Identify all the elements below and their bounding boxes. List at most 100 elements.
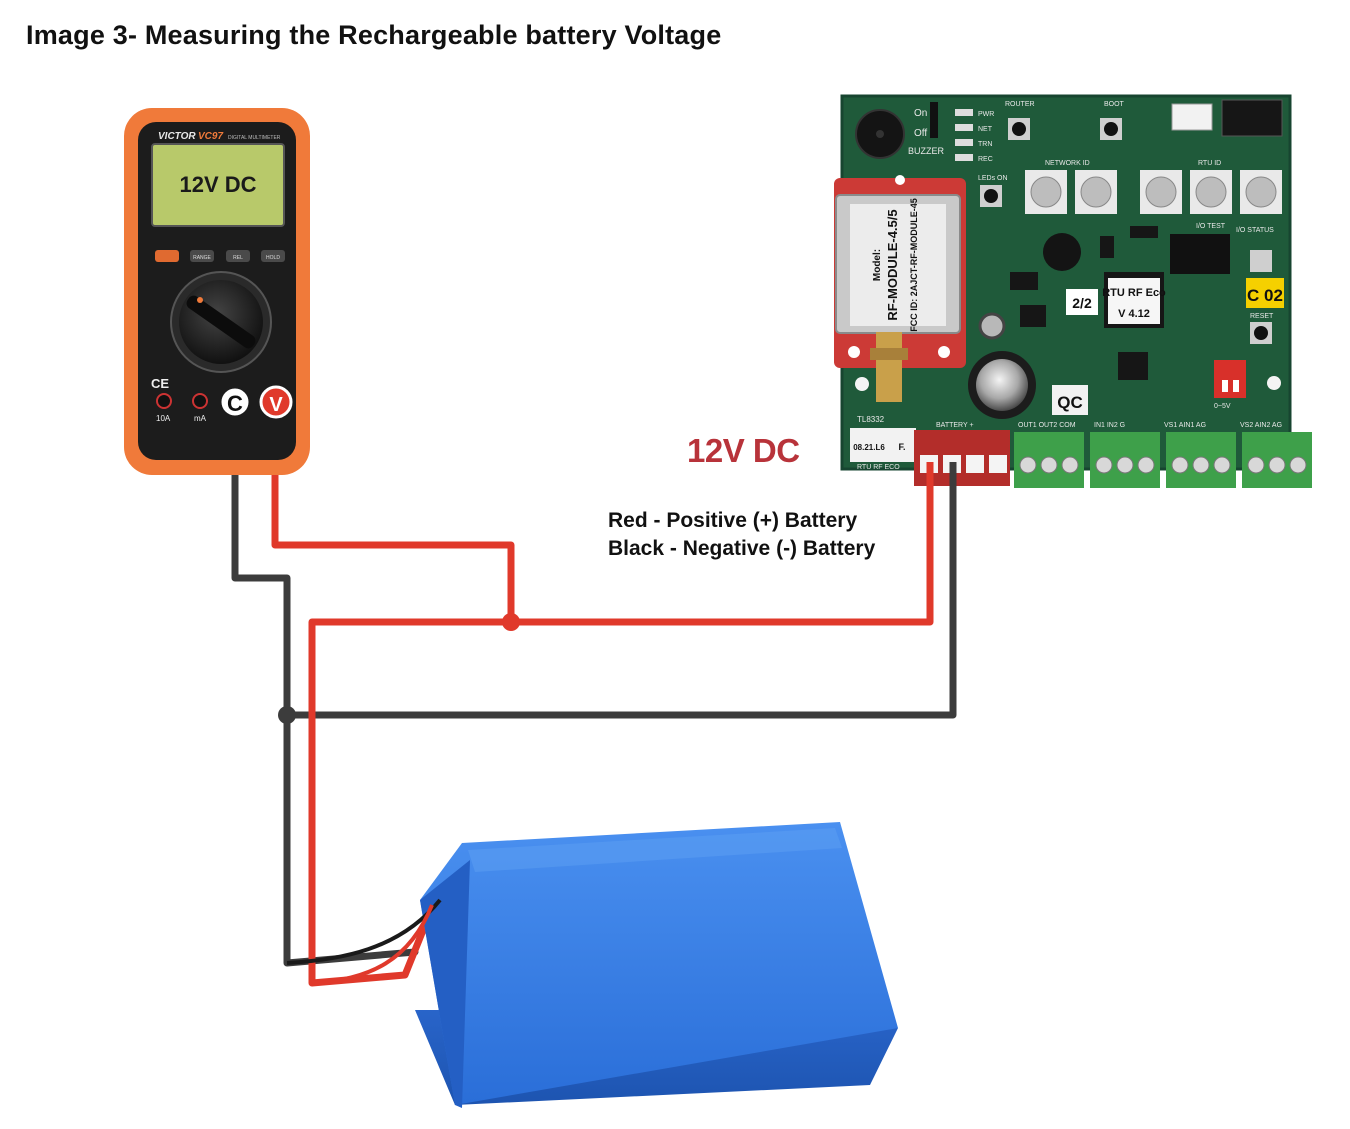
date-sticker (850, 428, 888, 462)
router-button-cap (1012, 122, 1026, 136)
leds-on-label: LEDs ON (978, 175, 1008, 182)
terminal-label: OUT1 OUT2 COM (1018, 422, 1076, 429)
meter-button-label: RANGE (193, 255, 211, 261)
capacitor-top (976, 359, 1028, 411)
control-board: BUZZER On Off PWR NET TRN REC ROUTER BOO… (834, 94, 1312, 488)
legend-black-wire: Black - Negative (-) Battery (608, 537, 876, 560)
small-component (1100, 236, 1114, 258)
tag-connector (1221, 99, 1283, 137)
io-test-button (1250, 250, 1272, 272)
ic-chip (1020, 305, 1046, 327)
qc-sticker (1052, 385, 1088, 415)
range-label: 0~5V (1214, 403, 1231, 410)
battery-terminal-slot (989, 455, 1007, 473)
reset-label: RESET (1250, 313, 1274, 320)
sticker-c02 (1246, 278, 1284, 308)
legend-red-wire: Red - Positive (+) Battery (608, 509, 858, 532)
multimeter: VICTOR VC97 DIGITAL MULTIMETER 12V DC RA… (124, 108, 310, 475)
terminal-label: VS1 AIN1 AG (1164, 422, 1206, 429)
rf-module-hole (938, 346, 950, 358)
io-status-label: I/O STATUS (1236, 227, 1274, 234)
page-title: Image 3- Measuring the Rechargeable batt… (26, 20, 722, 50)
small-component (1130, 226, 1158, 238)
meter-button-hold (261, 250, 285, 262)
lcd-reading: 12V DC (179, 172, 256, 197)
mount-hole (1267, 376, 1281, 390)
off-label: Off (914, 128, 927, 139)
battery-red-lead (311, 904, 434, 985)
router-label: ROUTER (1005, 101, 1035, 108)
battery-top (420, 822, 898, 1105)
common-terminal (218, 385, 252, 419)
led-net (955, 124, 973, 131)
voltage-terminal-label: V (269, 394, 283, 416)
battery-terminal-label: BATTERY + (936, 422, 974, 429)
black-wire-junction (278, 706, 296, 724)
rf-module-hole (848, 346, 860, 358)
antenna-connector (876, 332, 902, 402)
antenna-connector-base (870, 348, 908, 360)
rotary-dial-icon (1030, 176, 1062, 208)
reset-button-cap (1254, 326, 1268, 340)
led-label: PWR (978, 111, 994, 118)
meter-jack-10a (156, 393, 172, 409)
qc-text: QC (1057, 393, 1083, 412)
sticker-2-2-text: 2/2 (1072, 295, 1092, 311)
dip-switch-lever (1222, 380, 1228, 392)
voltage-terminal (259, 385, 293, 419)
meter-subtitle: DIGITAL MULTIMETER (228, 135, 281, 141)
buzzer-hole (876, 130, 884, 138)
led-label: TRN (978, 141, 992, 148)
boot-label: BOOT (1104, 101, 1125, 108)
network-id-label: NETWORK ID (1045, 160, 1090, 167)
power-switch (930, 102, 938, 138)
rf-module-text: RF-MODULE-4.5/5 (885, 209, 900, 320)
meter-jack-ma (192, 393, 208, 409)
meter-brand: VICTOR (158, 131, 196, 142)
io-header (1170, 234, 1230, 274)
meter-button-label: REL (233, 255, 243, 261)
on-label: On (914, 108, 927, 119)
rotary-dial-icon (1080, 176, 1112, 208)
sticker-c02-text: C 02 (1247, 286, 1283, 305)
ic-chip (1118, 352, 1148, 380)
boot-button-cap (1104, 122, 1118, 136)
rtu-chip-sticker (1108, 278, 1160, 324)
terminal-screws (1019, 456, 1307, 474)
rotary-dial-icon (1145, 176, 1177, 208)
date-sticker-text: 08.21.L6 (853, 443, 885, 452)
ce-mark: CE (151, 376, 169, 391)
led-pwr (955, 109, 973, 116)
rotary-dial-icon (1245, 176, 1277, 208)
rtu-chip-line1: RTU RF Eco (1102, 287, 1166, 299)
board-id: TL8332 (857, 415, 885, 424)
rotary-dial-icon (1195, 176, 1227, 208)
meter-jack-ma-label: mA (194, 414, 207, 423)
rtu-chip-line2: V 4.12 (1118, 308, 1150, 320)
dip-switch (1214, 360, 1246, 398)
rf-module-label (850, 204, 946, 326)
f-sticker (888, 428, 916, 462)
battery-highlight (468, 828, 842, 872)
led-rec (955, 154, 973, 161)
red-wire-junction (502, 613, 520, 631)
red-wire (271, 421, 934, 987)
board-name: RTU RF ECO (857, 464, 900, 471)
meter-jack-10a-label: 10A (156, 414, 171, 423)
battery-front (420, 860, 470, 1108)
meter-button-label: HOLD (266, 255, 280, 261)
meter-button-1 (155, 250, 179, 262)
battery-pack (415, 822, 898, 1108)
board-voltage-label: 12V DC (687, 432, 800, 469)
mount-hole (855, 377, 869, 391)
io-test-label: I/O TEST (1196, 223, 1226, 230)
leds-on-button-cap (984, 189, 998, 203)
f-sticker-text: F. (898, 442, 905, 452)
meter-button-rel (226, 250, 250, 262)
dial-marker-icon (197, 297, 203, 303)
rtu-id-label: RTU ID (1198, 160, 1221, 167)
ic-chip (1010, 272, 1038, 290)
dip-switch-lever (1233, 380, 1239, 392)
dial-pointer (186, 295, 256, 349)
